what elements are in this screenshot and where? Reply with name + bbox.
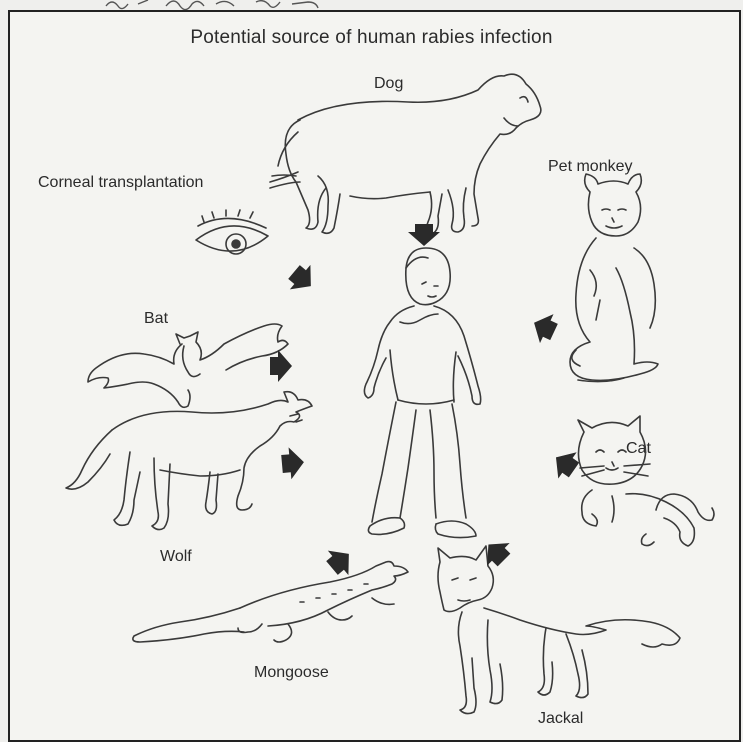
arrow-from-mongoose	[322, 542, 359, 581]
arrow-from-cat	[547, 444, 583, 483]
pet-monkey-drawing	[570, 174, 658, 382]
arrow-from-cornea	[284, 260, 321, 299]
arrows	[270, 224, 583, 580]
dog-drawing	[270, 74, 541, 234]
mongoose-drawing	[133, 562, 408, 643]
eye-drawing	[196, 210, 268, 254]
arrow-from-monkey	[527, 308, 560, 346]
jackal-drawing	[438, 546, 680, 714]
arrow-from-dog	[408, 224, 440, 246]
bat-drawing	[88, 324, 288, 407]
cat-drawing	[578, 416, 714, 546]
wolf-drawing	[66, 392, 312, 530]
arrow-from-jackal	[477, 533, 515, 571]
human-drawing	[364, 248, 480, 538]
arrow-from-bat	[270, 350, 292, 382]
arrow-from-wolf	[281, 446, 306, 480]
